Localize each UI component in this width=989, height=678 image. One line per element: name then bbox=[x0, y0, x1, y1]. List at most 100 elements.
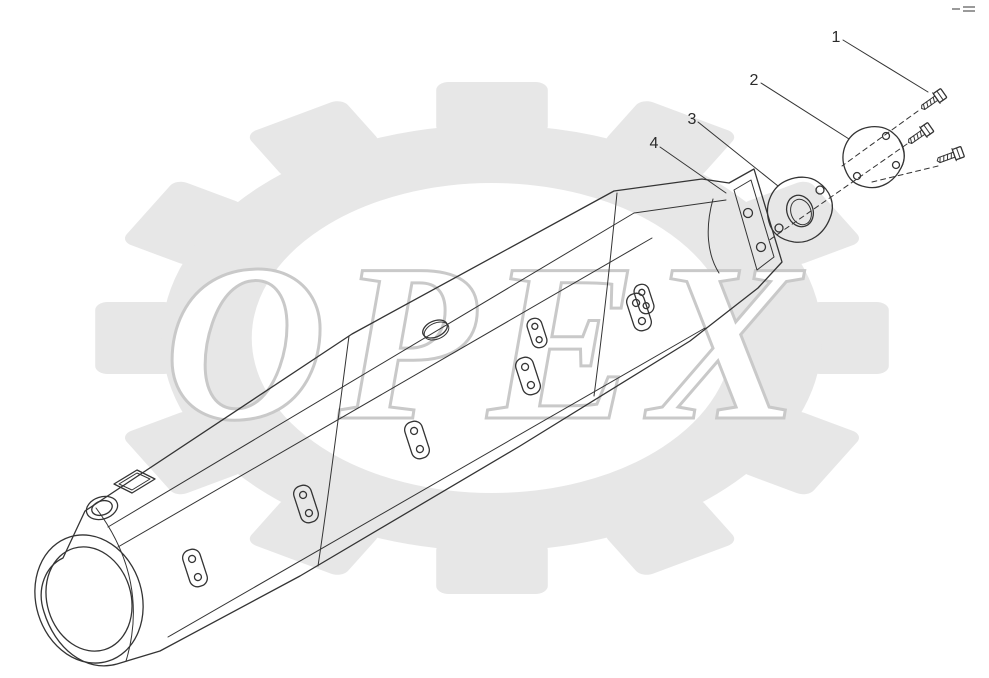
mounting-lug bbox=[181, 548, 209, 588]
gear-tooth bbox=[808, 302, 889, 374]
mounting-lug bbox=[403, 420, 431, 460]
lug-body bbox=[514, 356, 542, 396]
exploded-view-drawing bbox=[34, 39, 965, 667]
callout-label-2: 2 bbox=[750, 72, 759, 89]
lug-body bbox=[625, 292, 653, 332]
gasket-center-hole-inner bbox=[790, 198, 812, 226]
lug-body bbox=[633, 283, 655, 315]
flange-hole bbox=[755, 241, 767, 253]
bolt-washer bbox=[951, 148, 957, 162]
end-cap-opening bbox=[34, 507, 144, 664]
gear-teeth bbox=[95, 82, 889, 594]
lug-hole bbox=[531, 322, 539, 330]
leader-line-4 bbox=[659, 146, 727, 194]
gear-tooth bbox=[742, 411, 860, 495]
boss-inner bbox=[118, 472, 151, 491]
gear-tooth bbox=[95, 302, 176, 374]
lug-hole bbox=[187, 554, 197, 564]
gasket-bolt-hole bbox=[774, 223, 784, 233]
bolt-shank bbox=[908, 129, 926, 144]
panel-seam-right bbox=[593, 192, 618, 397]
assembly-axis-line bbox=[871, 165, 939, 183]
silencer-housing bbox=[34, 168, 783, 667]
bolt-washer bbox=[932, 92, 941, 104]
lug-hole bbox=[304, 508, 314, 518]
end-cap-outer-rim bbox=[34, 534, 144, 664]
gear-tooth bbox=[249, 499, 378, 575]
gear-tooth bbox=[124, 181, 242, 265]
corner-mark bbox=[952, 6, 975, 12]
lug-body bbox=[403, 420, 431, 460]
port-outer bbox=[85, 495, 119, 521]
cover-plate bbox=[842, 126, 905, 189]
bolt-threads bbox=[909, 130, 923, 144]
lug-hole bbox=[637, 316, 647, 326]
gear-watermark bbox=[95, 82, 889, 594]
housing-lower-fold-line bbox=[167, 327, 706, 638]
inspection-hole-inner bbox=[423, 321, 450, 341]
lug-hole bbox=[535, 336, 543, 344]
lug-hole bbox=[193, 572, 203, 582]
lug-hole bbox=[526, 380, 536, 390]
filler-boss bbox=[113, 469, 156, 494]
port-inner bbox=[91, 499, 113, 517]
lug-hole bbox=[638, 288, 646, 296]
gear-ring bbox=[161, 125, 823, 551]
lug-hole bbox=[642, 302, 650, 310]
end-cap-seam bbox=[95, 507, 134, 662]
end-cap-inner-rim bbox=[45, 546, 133, 652]
elbow-curve bbox=[707, 198, 720, 274]
lug-body bbox=[181, 548, 209, 588]
bolt-threads bbox=[939, 152, 952, 164]
bolt-shank bbox=[921, 95, 939, 110]
housing-outline bbox=[40, 168, 783, 667]
cover-plate-outline bbox=[842, 126, 905, 189]
lug-hole bbox=[409, 426, 419, 436]
leader-line-3 bbox=[697, 121, 779, 187]
bolt bbox=[921, 88, 948, 110]
cover-plate-hole bbox=[852, 171, 862, 181]
assembly-axis-line bbox=[767, 143, 908, 242]
gear-tooth bbox=[742, 181, 860, 265]
lug-body bbox=[526, 317, 548, 349]
bolt-shank bbox=[936, 151, 956, 164]
gear-tooth bbox=[606, 101, 735, 177]
bolt-washer bbox=[919, 126, 928, 138]
mounting-lug bbox=[514, 356, 542, 396]
callout-label-3: 3 bbox=[688, 111, 697, 128]
cover-plate-hole bbox=[881, 131, 891, 141]
mounting-lug bbox=[633, 283, 655, 315]
lug-hole bbox=[298, 490, 308, 500]
callout-labels: 1 2 3 4 bbox=[650, 29, 841, 152]
flange-inner-outline bbox=[733, 179, 775, 271]
port-opening bbox=[85, 495, 119, 521]
callout-label-1: 1 bbox=[832, 29, 841, 46]
gear-tooth bbox=[606, 499, 735, 575]
cover-plate-hole bbox=[891, 160, 901, 170]
mounting-lug bbox=[526, 317, 548, 349]
bolt-head-facet bbox=[955, 147, 961, 159]
housing-upper-fold-line bbox=[117, 237, 653, 548]
gear-tooth bbox=[249, 101, 378, 177]
gear-tooth bbox=[124, 411, 242, 495]
bolt bbox=[936, 146, 965, 164]
bolt bbox=[908, 122, 935, 144]
bolt-head-facet bbox=[923, 124, 931, 135]
assembly-axis-line bbox=[841, 110, 919, 167]
boss-outer bbox=[113, 469, 156, 494]
flange-hole bbox=[742, 207, 754, 219]
mounting-lug bbox=[625, 292, 653, 332]
lug-body bbox=[292, 484, 320, 524]
mounting-lug bbox=[292, 484, 320, 524]
outlet-flange bbox=[733, 179, 775, 271]
inspection-hole bbox=[422, 319, 450, 341]
cover-plate-thickness bbox=[898, 139, 905, 172]
callout-label-4: 4 bbox=[650, 135, 659, 152]
gear-tooth bbox=[436, 82, 548, 134]
panel-seam-left bbox=[317, 335, 350, 567]
watermark-text: OPEX bbox=[164, 217, 812, 467]
leader-line-1 bbox=[842, 39, 929, 93]
leader-line-2 bbox=[760, 82, 850, 140]
